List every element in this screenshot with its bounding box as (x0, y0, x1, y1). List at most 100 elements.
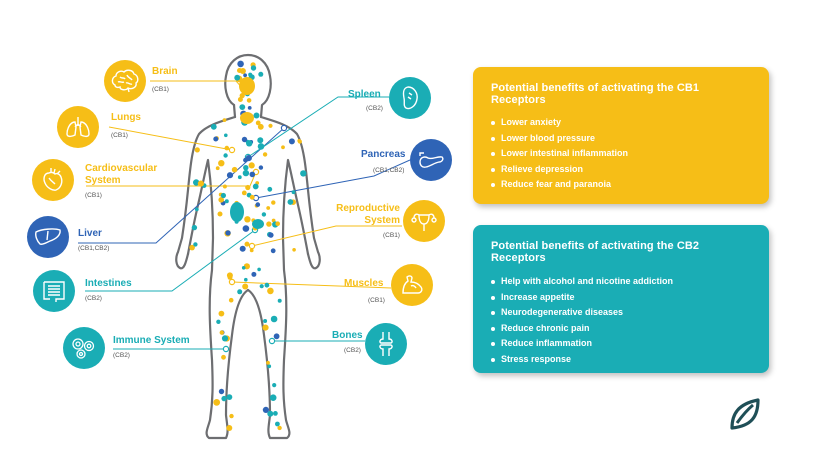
receptor-dot (242, 283, 249, 290)
organ-name-line: Cardiovascular (85, 163, 158, 174)
receptor-dot (220, 192, 226, 199)
liver-label: Liver (78, 228, 102, 239)
connector-line (86, 171, 257, 187)
receptor-dot (287, 199, 294, 205)
connector-endpoint (228, 146, 236, 154)
lungs-icon (66, 117, 90, 138)
pancreas-label: Pancreas (361, 149, 406, 160)
receptor-dot (226, 425, 233, 431)
receptor-dot (270, 315, 278, 323)
receptor-dot (191, 224, 198, 231)
cb1-benefits-list: Lower anxiety Lower blood pressure Lower… (491, 115, 753, 193)
cb2-benefits-list: Help with alcohol and nicotine addiction… (491, 274, 753, 367)
receptor-dot (218, 160, 225, 167)
receptor-dot (252, 183, 259, 190)
receptor-dot (241, 136, 248, 143)
receptor-dot (237, 175, 242, 180)
receptor-dot (221, 354, 226, 360)
receptor-dot (291, 190, 296, 195)
receptor-dot (242, 225, 250, 232)
reproductive-icon-circle (403, 200, 445, 242)
receptor-dot (273, 333, 280, 340)
reproductive-receptors: (CB1) (383, 232, 400, 239)
receptor-dot (250, 65, 257, 71)
receptor-dot (243, 165, 249, 171)
lungs-label: Lungs (111, 112, 141, 123)
bone-joint-icon (379, 332, 393, 356)
leaf-logo-icon (730, 398, 760, 430)
immune-system-label: Immune System (113, 335, 190, 346)
receptor-dot (224, 145, 230, 151)
receptor-dots (189, 60, 307, 431)
cb2-benefit-item: Increase appetite (491, 290, 753, 306)
immune-system-receptors: (CB2) (113, 352, 130, 359)
human-body-outline (175, 53, 321, 440)
organ-blob (252, 219, 264, 229)
connector-endpoint (222, 345, 230, 353)
receptor-dot (263, 319, 268, 323)
receptor-dot (300, 170, 307, 177)
organ-name-line: System (85, 175, 121, 186)
receptor-dot (275, 221, 281, 226)
organ-name-line: System (364, 215, 400, 226)
receptor-dot (268, 123, 273, 128)
receptor-dot (268, 232, 274, 238)
connector-lines (78, 80, 411, 353)
receptor-dot (266, 221, 272, 227)
receptor-dot (246, 98, 252, 103)
immune-cells-icon (72, 338, 95, 359)
receptor-dot (262, 152, 268, 157)
organ-name-line: Reproductive (336, 203, 400, 214)
receptor-dot (217, 211, 223, 217)
receptor-dot (257, 137, 264, 144)
receptor-dot (213, 136, 219, 142)
cb2-benefit-item: Stress response (491, 352, 753, 368)
receptor-dot (259, 284, 264, 289)
pancreas-icon-circle (410, 139, 452, 181)
receptor-dot (267, 410, 274, 417)
receptor-dot (241, 190, 247, 196)
receptor-dot (218, 197, 224, 203)
receptor-dot (241, 266, 246, 270)
liver-receptors: (CB1,CB2) (78, 245, 110, 252)
receptor-dot (249, 248, 254, 253)
receptor-dot (229, 413, 234, 419)
receptor-dot (245, 155, 252, 162)
receptor-dot (248, 162, 255, 169)
receptor-dot (215, 166, 220, 171)
cb1-benefits-panel: Potential benefits of activating the CB1… (473, 67, 769, 204)
receptor-dot (193, 179, 200, 186)
cb2-benefit-item: Help with alcohol and nicotine addiction (491, 274, 753, 290)
receptor-dot (266, 360, 270, 365)
receptor-dot (277, 425, 282, 431)
cb2-benefit-item: Reduce inflammation (491, 336, 753, 352)
connector-endpoint (248, 242, 256, 250)
receptor-dot (243, 73, 248, 78)
receptor-dot (222, 184, 227, 189)
receptor-dot (255, 120, 261, 126)
receptor-dot (216, 319, 221, 324)
muscles-label: Muscles (344, 278, 384, 289)
receptor-dot (244, 277, 248, 282)
receptor-dot (228, 297, 234, 303)
receptor-dot (258, 71, 264, 77)
receptor-dot (245, 184, 251, 191)
connector-endpoint (268, 337, 276, 345)
receptor-dot (244, 216, 251, 223)
connector-line (247, 96, 389, 158)
receptor-dot (226, 172, 234, 179)
pancreas-icon (419, 152, 444, 168)
receptor-dot (258, 165, 264, 170)
receptor-dot (271, 200, 276, 205)
cardiovascular-receptors: (CB1) (85, 192, 102, 199)
connector-line (231, 281, 392, 289)
liver-icon (35, 228, 61, 245)
receptor-dot (194, 207, 199, 212)
liver-icon-circle (27, 216, 69, 258)
receptor-dot (210, 123, 217, 130)
connector-line (108, 126, 233, 151)
receptor-dot (271, 218, 276, 223)
